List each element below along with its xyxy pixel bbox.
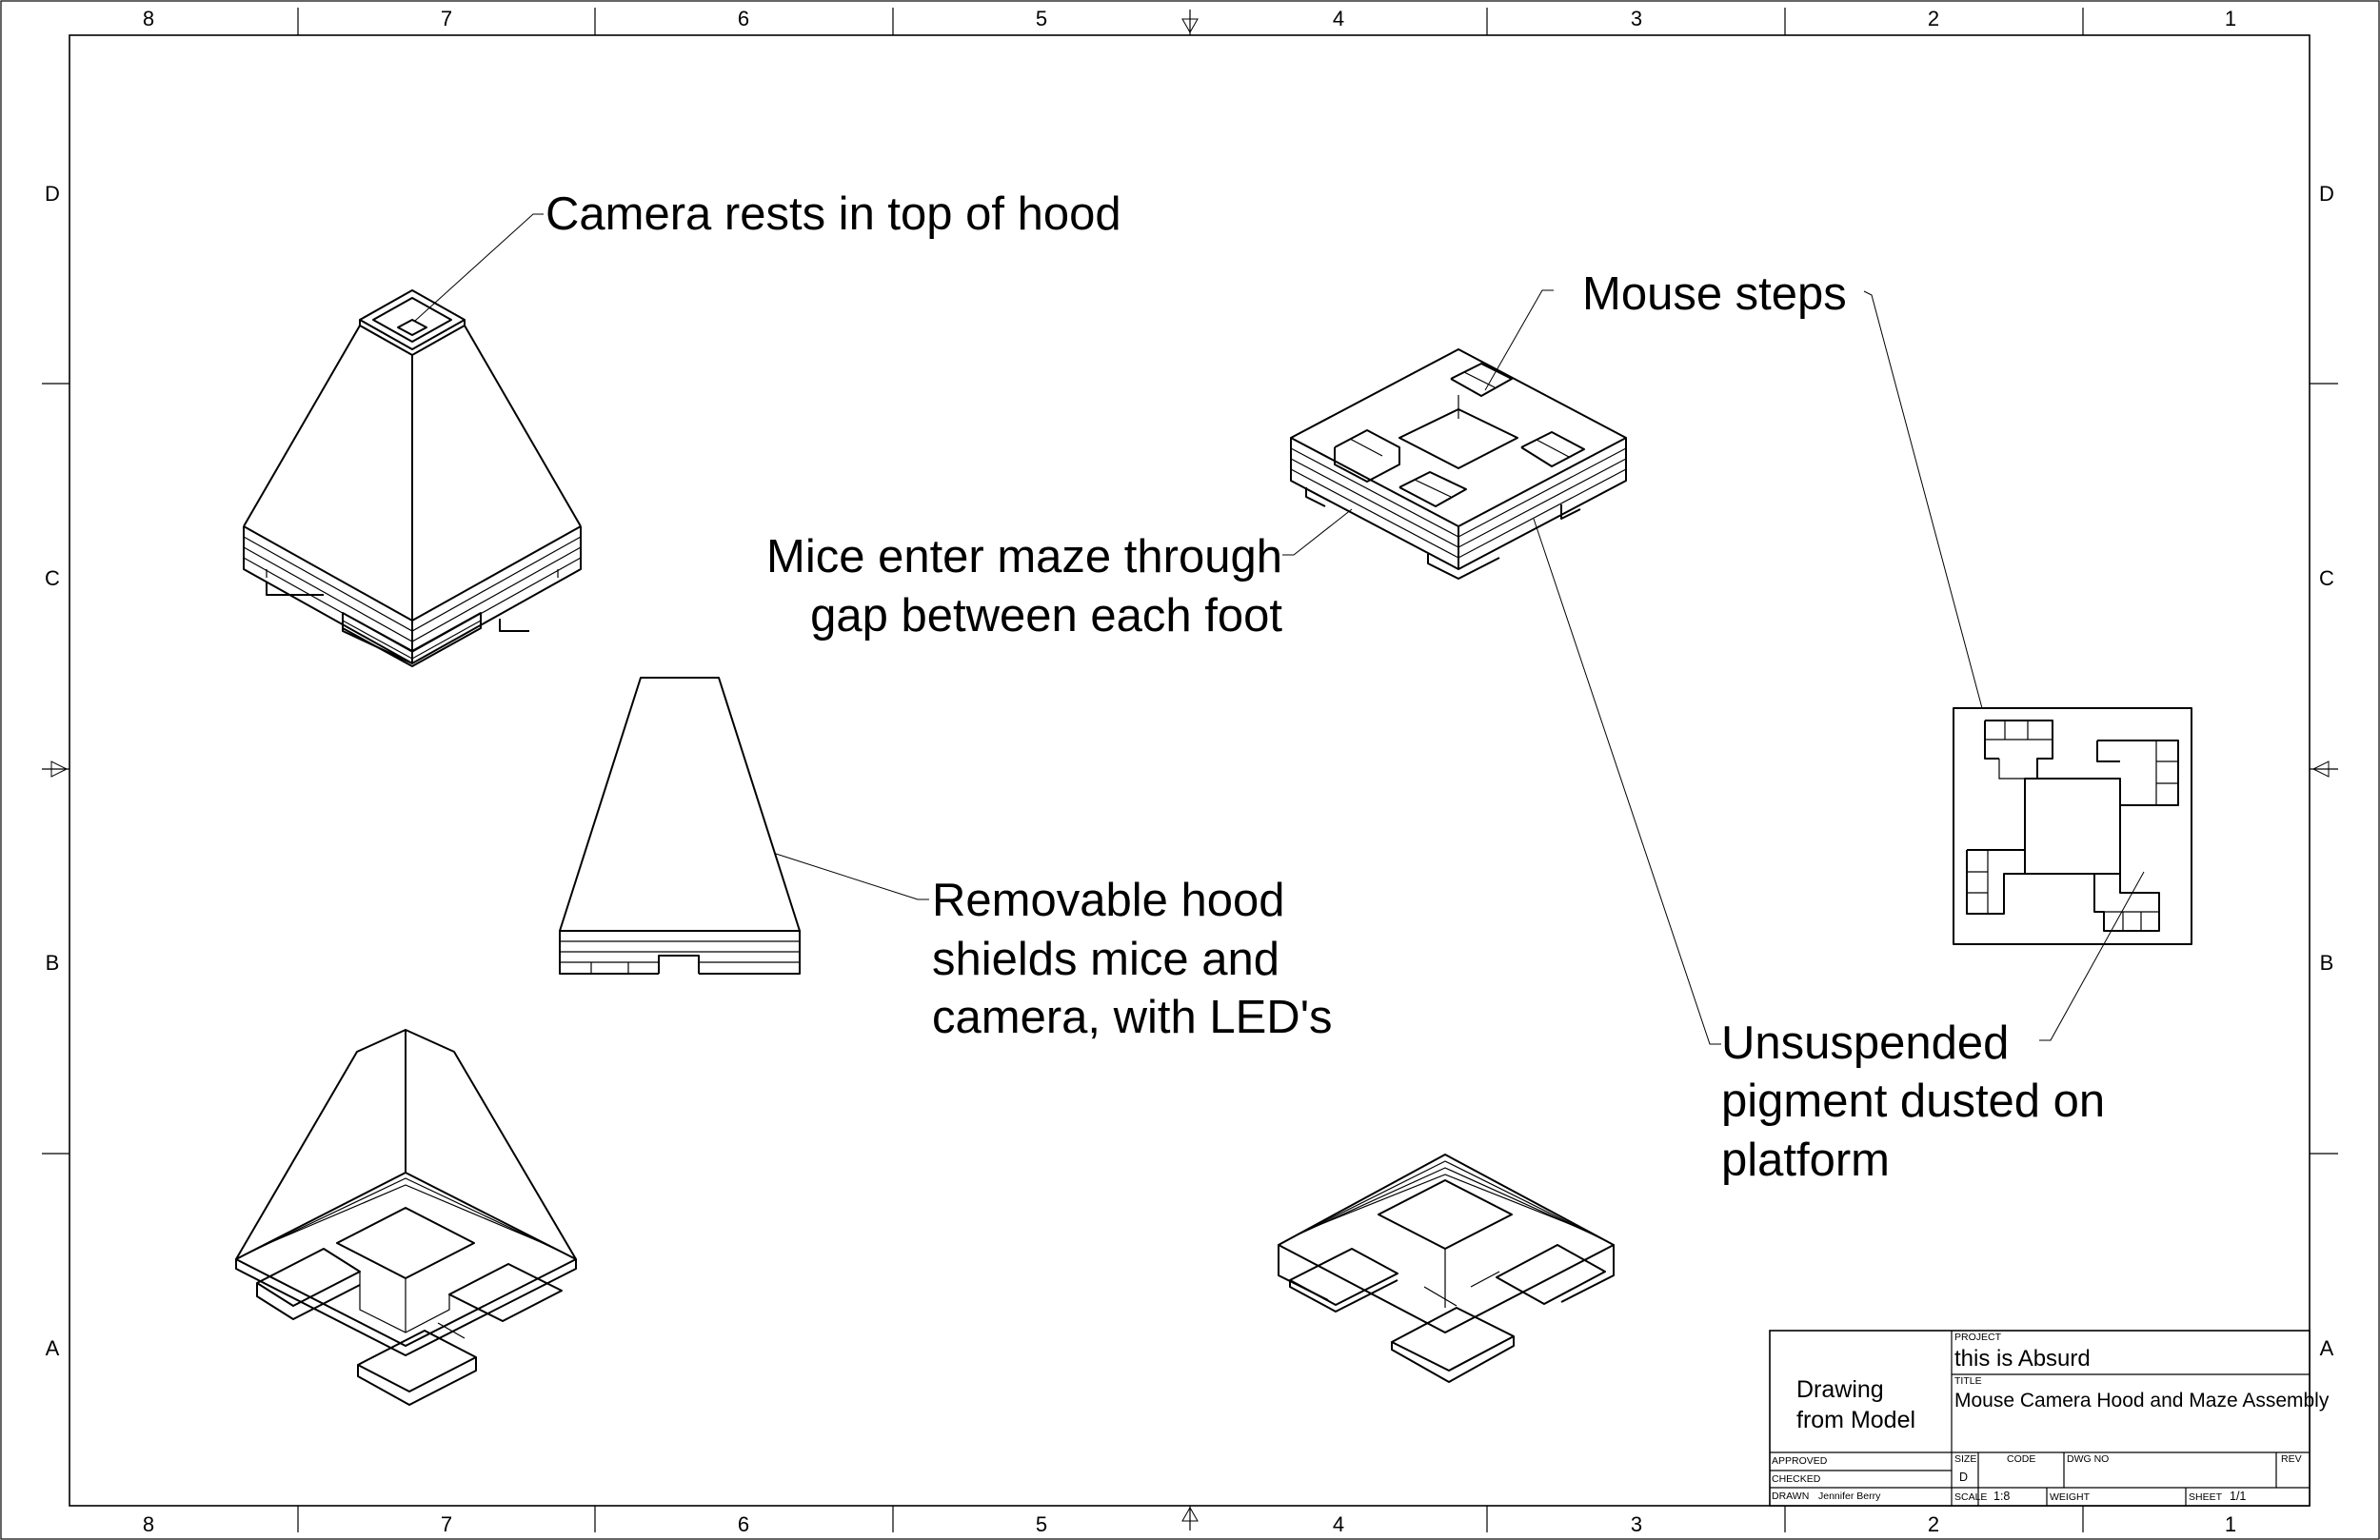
rev-label: REV <box>2281 1453 2302 1465</box>
title-block-drawing-line2: from Model <box>1796 1407 1915 1433</box>
zone-left-C: C <box>45 566 60 590</box>
scale-label: SCALE <box>1954 1491 1987 1503</box>
hood-underside-view <box>235 1029 577 1406</box>
title-block-drawing-line1: Drawing <box>1796 1376 1884 1403</box>
note-pigment-line3: platform <box>1721 1135 1890 1186</box>
zone-left-B: B <box>46 951 60 975</box>
zone-top-7: 7 <box>441 7 452 30</box>
zone-top-1: 1 <box>2225 7 2236 30</box>
title-block: Drawing from Model PROJECT this is Absur… <box>1769 1330 2330 1507</box>
zone-bottom-7: 7 <box>441 1512 452 1536</box>
project-label: PROJECT <box>1954 1332 2002 1343</box>
zone-top-4: 4 <box>1333 7 1344 30</box>
title-label: TITLE <box>1954 1375 1982 1387</box>
scale-value: 1:8 <box>1993 1490 2010 1503</box>
size-label: SIZE <box>1954 1453 1976 1465</box>
sheet-label: SHEET <box>2189 1491 2223 1503</box>
zone-bottom-8: 8 <box>143 1512 154 1536</box>
code-label: CODE <box>2007 1453 2035 1465</box>
annotations: Camera rests in top of hood Mouse steps … <box>545 188 2105 1186</box>
zone-bottom-5: 5 <box>1036 1512 1047 1536</box>
zone-bottom-3: 3 <box>1631 1512 1642 1536</box>
zone-top-3: 3 <box>1631 7 1642 30</box>
zone-top-2: 2 <box>1928 7 1939 30</box>
weight-label: WEIGHT <box>2050 1491 2091 1503</box>
zone-top-8: 8 <box>143 7 154 30</box>
maze-underside-view <box>1278 1154 1615 1383</box>
zone-labels-bottom: 8 7 6 5 4 3 2 1 <box>143 1512 2236 1536</box>
size-value: D <box>1959 1471 1968 1484</box>
zone-right-A: A <box>2320 1336 2334 1360</box>
checked-label: CHECKED <box>1772 1473 1821 1485</box>
zone-right-D: D <box>2319 182 2334 206</box>
note-pigment-line2: pigment dusted on <box>1721 1076 2105 1127</box>
drawn-label: DRAWN <box>1772 1491 1809 1502</box>
zone-ticks <box>42 8 2338 1532</box>
note-hood-line1: Removable hood <box>932 875 1284 926</box>
maze-plan-view <box>1953 707 2192 945</box>
zone-bottom-1: 1 <box>2225 1512 2236 1536</box>
note-pigment-line1: Unsuspended <box>1721 1017 2009 1069</box>
project-value: this is Absurd <box>1954 1346 2091 1372</box>
zone-labels-right: D C B A <box>2319 182 2334 1360</box>
zone-right-B: B <box>2320 951 2334 975</box>
note-mice-enter-line1: Mice enter maze through <box>766 531 1282 582</box>
note-hood-line3: camera, with LED's <box>932 992 1333 1043</box>
leader-lines <box>414 213 2145 1045</box>
title-value: Mouse Camera Hood and Maze Assembly <box>1954 1390 2330 1412</box>
approved-label: APPROVED <box>1772 1455 1828 1467</box>
zone-bottom-2: 2 <box>1928 1512 1939 1536</box>
note-mice-enter-line2: gap between each foot <box>810 590 1282 642</box>
note-hood-line2: shields mice and <box>932 934 1279 985</box>
maze-isometric-view <box>1290 348 1627 580</box>
zone-bottom-4: 4 <box>1333 1512 1344 1536</box>
sheet-value: 1/1 <box>2230 1490 2246 1503</box>
zone-left-A: A <box>46 1336 60 1360</box>
zone-top-6: 6 <box>738 7 749 30</box>
zone-left-D: D <box>45 182 60 206</box>
drawn-value: Jennifer Berry <box>1818 1491 1881 1502</box>
zone-top-5: 5 <box>1036 7 1047 30</box>
note-mouse-steps: Mouse steps <box>1582 268 1847 320</box>
zone-right-C: C <box>2319 566 2334 590</box>
zone-bottom-6: 6 <box>738 1512 749 1536</box>
hood-front-view <box>559 677 801 977</box>
dwg-no-label: DWG NO <box>2067 1453 2109 1465</box>
zone-labels-left: D C B A <box>45 182 60 1360</box>
hood-isometric-view <box>243 289 582 667</box>
zone-labels-top: 8 7 6 5 4 3 2 1 <box>143 7 2236 30</box>
note-camera: Camera rests in top of hood <box>545 188 1121 240</box>
